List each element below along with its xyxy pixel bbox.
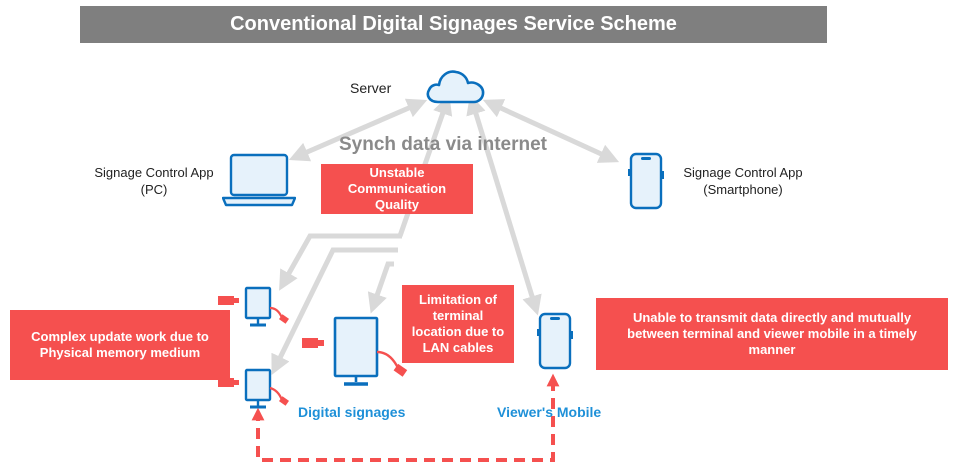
- digital-signages-label: Digital signages: [298, 404, 406, 420]
- arrow-to-signage2: [271, 247, 398, 375]
- cloud-icon: [426, 70, 485, 104]
- issue-complex-update-text: Complex update work due to Physical memo…: [31, 329, 209, 360]
- issue-lan-limit-text: Limitation of terminal location due to L…: [411, 292, 505, 355]
- issue-lan-limit-box: Limitation of terminal location due to L…: [402, 285, 514, 363]
- page-title: Conventional Digital Signages Service Sc…: [80, 6, 827, 43]
- arrow-to-big-signage: [367, 261, 394, 314]
- phone-app-label: Signage Control App (Smartphone): [683, 165, 803, 197]
- synch-label: Synch data via internet: [339, 134, 548, 155]
- issue-transmit-box: Unable to transmit data directly and mut…: [596, 298, 948, 370]
- dashed-arrow-mobile-signage: [251, 373, 560, 462]
- page-title-text: Conventional Digital Signages Service Sc…: [230, 13, 677, 35]
- laptop-icon: [222, 153, 296, 207]
- small-signage-2-icon: [218, 368, 289, 409]
- issue-transmit-text: Unable to transmit data directly and mut…: [627, 310, 917, 357]
- arrow-server-pc: [288, 98, 428, 162]
- issue-unstable-text: Unstable Communication Quality: [347, 165, 447, 212]
- smartphone-icon: [628, 152, 664, 210]
- server-label: Server: [350, 80, 392, 96]
- pc-app-label: Signage Control App (PC): [94, 165, 214, 197]
- issue-complex-update-box: Complex update work due to Physical memo…: [10, 310, 230, 380]
- arrow-server-mobile: [466, 94, 542, 316]
- viewers-mobile-label: Viewer's Mobile: [497, 404, 602, 420]
- big-signage-icon: [302, 316, 408, 386]
- viewer-mobile-icon: [537, 312, 573, 370]
- issue-unstable-box: Unstable Communication Quality: [321, 164, 473, 214]
- arrow-to-signage1: [279, 233, 402, 291]
- small-signage-1-icon: [218, 286, 289, 327]
